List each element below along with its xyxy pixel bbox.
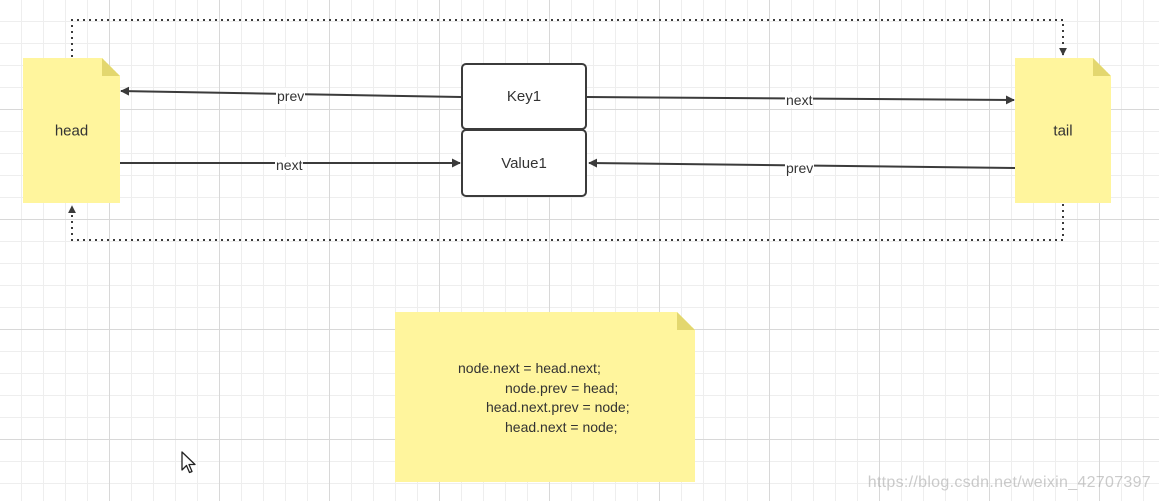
label-node-to-head-prev: prev (276, 88, 306, 104)
tail-note[interactable]: tail (1015, 58, 1111, 203)
mouse-pointer-icon (181, 451, 196, 474)
code-line-4: head.next = node; (505, 418, 618, 435)
code-block: node.next = head.next; node.prev = head;… (395, 359, 695, 437)
code-line-3: head.next.prev = node; (486, 399, 630, 415)
head-label: head (54, 122, 89, 139)
label-node-to-tail-next: next (785, 92, 814, 108)
node-key-box[interactable]: Key1 (461, 63, 587, 130)
edge-head-to-tail-dotted (71, 19, 1067, 57)
label-tail-to-node-prev: prev (785, 160, 815, 176)
node-value-box[interactable]: Value1 (461, 129, 587, 197)
watermark-text: https://blog.csdn.net/weixin_42707397 (867, 474, 1151, 491)
edge-tail-to-head-dotted (68, 204, 1064, 241)
code-line-1: node.next = head.next; (458, 360, 601, 376)
code-note[interactable]: node.next = head.next; node.prev = head;… (395, 312, 695, 482)
code-line-2: node.prev = head; (505, 379, 619, 396)
head-note[interactable]: head (23, 58, 120, 203)
tail-label: tail (1053, 122, 1073, 139)
label-head-to-node-next: next (275, 157, 304, 173)
